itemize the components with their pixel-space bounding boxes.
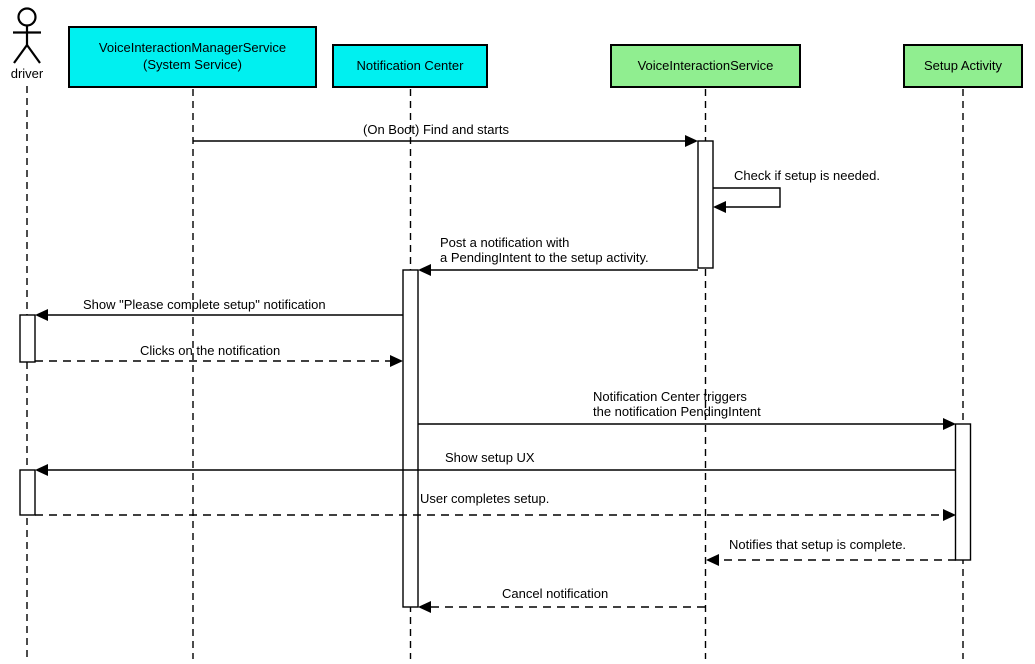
participant-voiceinteractionmanagerservice: VoiceInteractionManagerService (System S… bbox=[68, 26, 317, 88]
activation-voiceinteractionservice bbox=[697, 140, 714, 269]
message-2-label: Check if setup is needed. bbox=[734, 168, 880, 183]
message-3-arrow bbox=[418, 264, 698, 276]
message-5-label: Clicks on the notification bbox=[140, 343, 281, 358]
message-9-label: Notifies that setup is complete. bbox=[729, 537, 907, 552]
activation-notification-center bbox=[402, 269, 419, 608]
message-8-label: User completes setup. bbox=[420, 491, 550, 506]
participant-voiceinteractionservice: VoiceInteractionService bbox=[610, 44, 801, 88]
participant-setup-activity: Setup Activity bbox=[903, 44, 1023, 88]
message-5-arrow bbox=[35, 355, 403, 367]
actor-icon bbox=[13, 7, 41, 64]
message-4-label: Show "Please complete setup" notificatio… bbox=[83, 297, 326, 312]
message-10-label: Cancel notification bbox=[502, 586, 609, 601]
activation-driver-2 bbox=[19, 469, 36, 516]
message-7-arrow bbox=[35, 464, 955, 476]
message-10-arrow bbox=[418, 601, 705, 613]
message-4-arrow bbox=[35, 309, 403, 321]
message-1-label: (On Boot) Find and starts bbox=[363, 122, 509, 137]
message-6-arrow bbox=[418, 418, 956, 430]
message-2-self-arrow bbox=[713, 187, 781, 213]
message-1-arrow bbox=[193, 135, 698, 147]
message-9-arrow bbox=[706, 554, 956, 566]
message-3-label: Post a notification with a PendingIntent… bbox=[440, 235, 649, 266]
actor-label-driver: driver bbox=[10, 66, 44, 81]
participant-notification-center: Notification Center bbox=[332, 44, 488, 88]
activation-setup-activity bbox=[954, 423, 972, 561]
activation-driver-1 bbox=[19, 314, 36, 363]
message-7-label: Show setup UX bbox=[445, 450, 535, 465]
message-8-arrow bbox=[35, 509, 956, 521]
message-6-label: Notification Center triggers the notific… bbox=[593, 389, 761, 420]
